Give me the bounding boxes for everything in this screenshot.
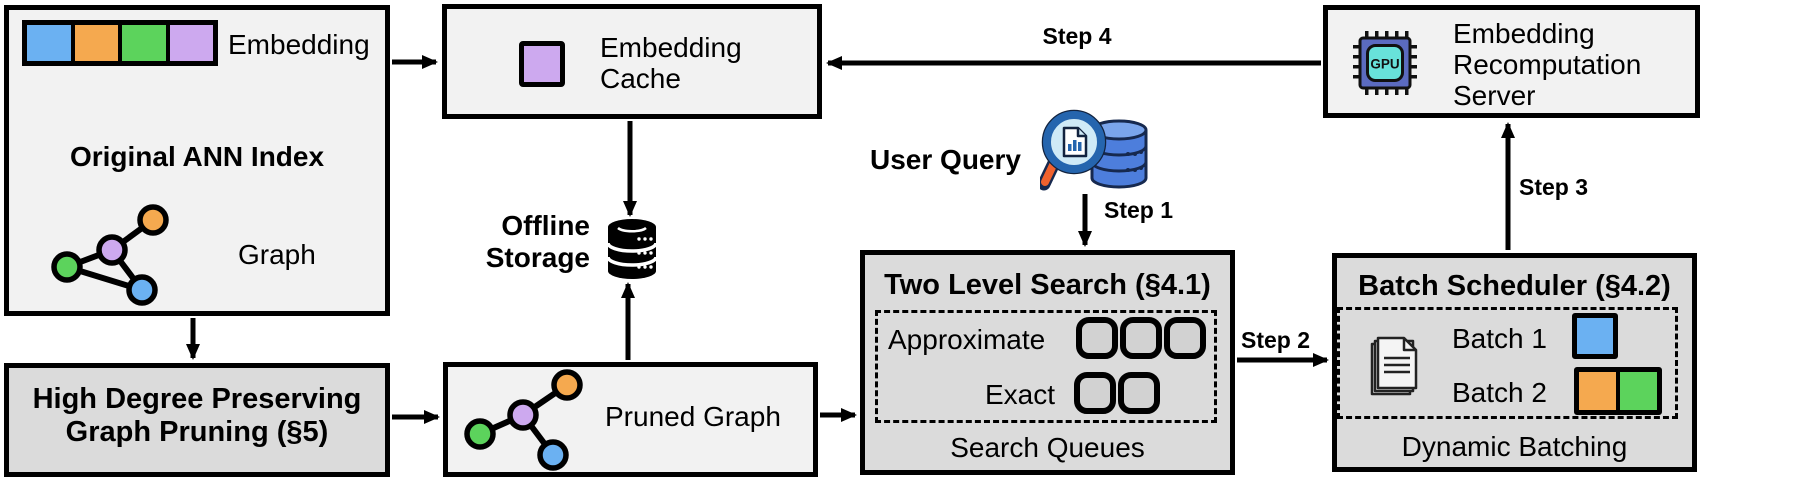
user-query-label: User Query [870, 144, 1021, 175]
queue-slot [1164, 317, 1206, 359]
search-queues-dashed-box [875, 310, 1217, 423]
two-level-search-box [860, 250, 1235, 475]
graph-nodes-icon [51, 204, 169, 306]
high-degree-pruning-line2: Graph Pruning (§5) [65, 416, 329, 448]
offline-storage-line1: Offline [501, 210, 590, 241]
step2-label: Step 2 [1241, 327, 1311, 353]
embedding-cell-blue [27, 25, 71, 61]
cached-embedding-square [519, 41, 565, 87]
embedding-cell-green [122, 25, 166, 61]
embedding-cell-purple [169, 25, 213, 61]
batch2-cell-green [1620, 372, 1657, 410]
dynamic-batching-label: Dynamic Batching [1401, 431, 1628, 462]
dynamic-batching-dashed-box [1337, 307, 1678, 419]
high-degree-pruning-line1: High Degree Preserving [32, 383, 362, 415]
batch-scheduler-box [1332, 253, 1697, 472]
pruned-graph-nodes-icon [464, 369, 583, 471]
server-line2: Recomputation [1453, 49, 1642, 80]
server-line3: Server [1453, 80, 1536, 111]
high-degree-pruning-box [4, 363, 390, 477]
queue-slot [1120, 317, 1162, 359]
pruned-graph-label: Pruned Graph [605, 401, 781, 432]
offline-storage-line2: Storage [485, 242, 590, 273]
search-queues-label: Search Queues [950, 432, 1145, 463]
original-ann-index-title: Original ANN Index [69, 141, 325, 172]
gpu-chip-icon: GPU [1353, 31, 1417, 95]
stacked-documents-icon [1370, 336, 1418, 396]
embedding-vector-strip [22, 20, 218, 66]
gpu-chip-text: GPU [1370, 57, 1399, 72]
step1-label: Step 1 [1104, 197, 1174, 223]
embedding-label: Embedding [228, 29, 370, 60]
embedding-cache-line1: Embedding [600, 32, 742, 63]
approximate-label: Approximate [888, 324, 1046, 355]
batch2-label: Batch 2 [1452, 377, 1547, 408]
batch1-square [1572, 313, 1618, 359]
queue-slot [1118, 372, 1160, 414]
batch2-squares [1574, 367, 1662, 415]
two-level-search-title: Two Level Search (§4.1) [884, 269, 1211, 301]
embedding-cell-orange [74, 25, 118, 61]
magnifier-over-database-icon [1040, 109, 1148, 191]
embedding-cache-line2: Cache [600, 63, 681, 94]
database-icon [606, 219, 658, 279]
step3-label: Step 3 [1519, 174, 1589, 200]
embedding-cache-box [442, 4, 822, 119]
queue-slot [1074, 372, 1116, 414]
queue-slot [1076, 317, 1118, 359]
graph-label: Graph [238, 239, 316, 270]
batch2-cell-orange [1579, 372, 1616, 410]
exact-queue-row [1074, 372, 1160, 414]
server-line1: Embedding [1453, 18, 1595, 49]
step4-label: Step 4 [1042, 23, 1112, 49]
batch-scheduler-title: Batch Scheduler (§4.2) [1358, 270, 1671, 302]
batch1-label: Batch 1 [1452, 323, 1547, 354]
approximate-queue-row [1076, 317, 1206, 359]
exact-label: Exact [985, 379, 1056, 410]
